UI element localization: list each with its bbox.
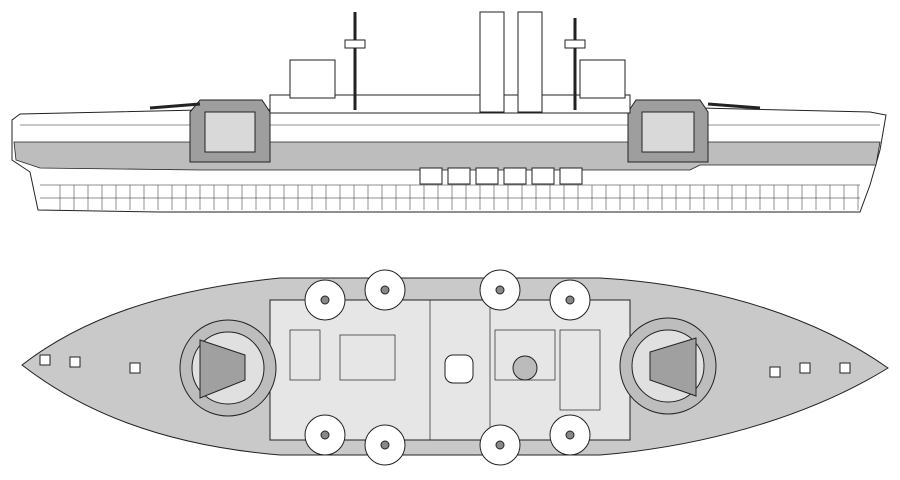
barbette <box>641 111 695 153</box>
bridge-fore <box>579 59 626 99</box>
fore-turret-plan <box>619 317 717 415</box>
bridge-aft <box>289 59 336 99</box>
turret-pivot <box>565 295 575 305</box>
boiler <box>559 167 583 185</box>
boiler <box>503 167 527 185</box>
deck-structure <box>559 329 601 411</box>
funnel <box>479 11 505 113</box>
deck-fitting <box>799 362 811 374</box>
turret-pivot <box>380 285 390 295</box>
gun-barrel <box>707 102 761 110</box>
boiler <box>475 167 499 185</box>
deck-fitting <box>769 366 781 378</box>
turret-pivot <box>380 440 390 450</box>
boiler <box>531 167 555 185</box>
deck-structure <box>339 334 396 381</box>
boiler <box>419 167 443 185</box>
side-elevation <box>11 11 887 213</box>
deck-structure <box>429 299 491 441</box>
armor-belt <box>13 141 881 171</box>
fighting-top <box>564 39 586 49</box>
turret-pivot <box>565 430 575 440</box>
boilers <box>419 167 583 185</box>
deck-plan <box>21 269 889 466</box>
deck-fitting <box>69 356 81 368</box>
fighting-top <box>344 39 366 49</box>
deck-fitting <box>39 354 51 366</box>
turret-pivot <box>495 285 505 295</box>
turret-pivot <box>320 430 330 440</box>
hatch <box>512 355 538 381</box>
aft-turret-plan <box>179 319 277 417</box>
hull-frames <box>59 185 859 210</box>
turret-pivot <box>320 295 330 305</box>
deck-structure <box>289 329 321 381</box>
boiler <box>447 167 471 185</box>
deck-fitting <box>129 362 141 374</box>
deck-fitting <box>839 362 851 374</box>
funnel <box>517 11 543 113</box>
turret-pivot <box>495 440 505 450</box>
deck-details <box>289 299 601 441</box>
barbette <box>204 111 256 153</box>
hatch <box>444 354 474 384</box>
gun-barrel <box>149 102 201 110</box>
secondary-turrets <box>39 269 851 466</box>
